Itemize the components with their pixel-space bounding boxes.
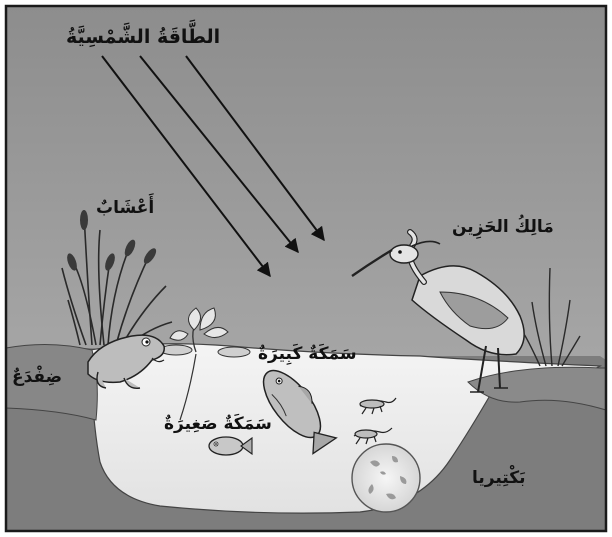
label-grass: أَعْشَابٌ <box>96 200 154 217</box>
label-heron: مَالِكُ الحَزِين <box>452 219 554 236</box>
label-small-fish: سَمَكَةٌ صَغِيرَةٌ <box>164 416 272 433</box>
label-bacteria: بَكْتِيريا <box>472 470 526 487</box>
label-solar-energy: الطَّاقَةُ الشَّمْسِيَّةُ <box>66 28 220 47</box>
label-frog: ضِفْدَعٌ <box>12 369 62 386</box>
label-big-fish: سَمَكَةٌ كَبِيرَةٌ <box>258 346 357 363</box>
bacteria-icon <box>352 444 420 512</box>
